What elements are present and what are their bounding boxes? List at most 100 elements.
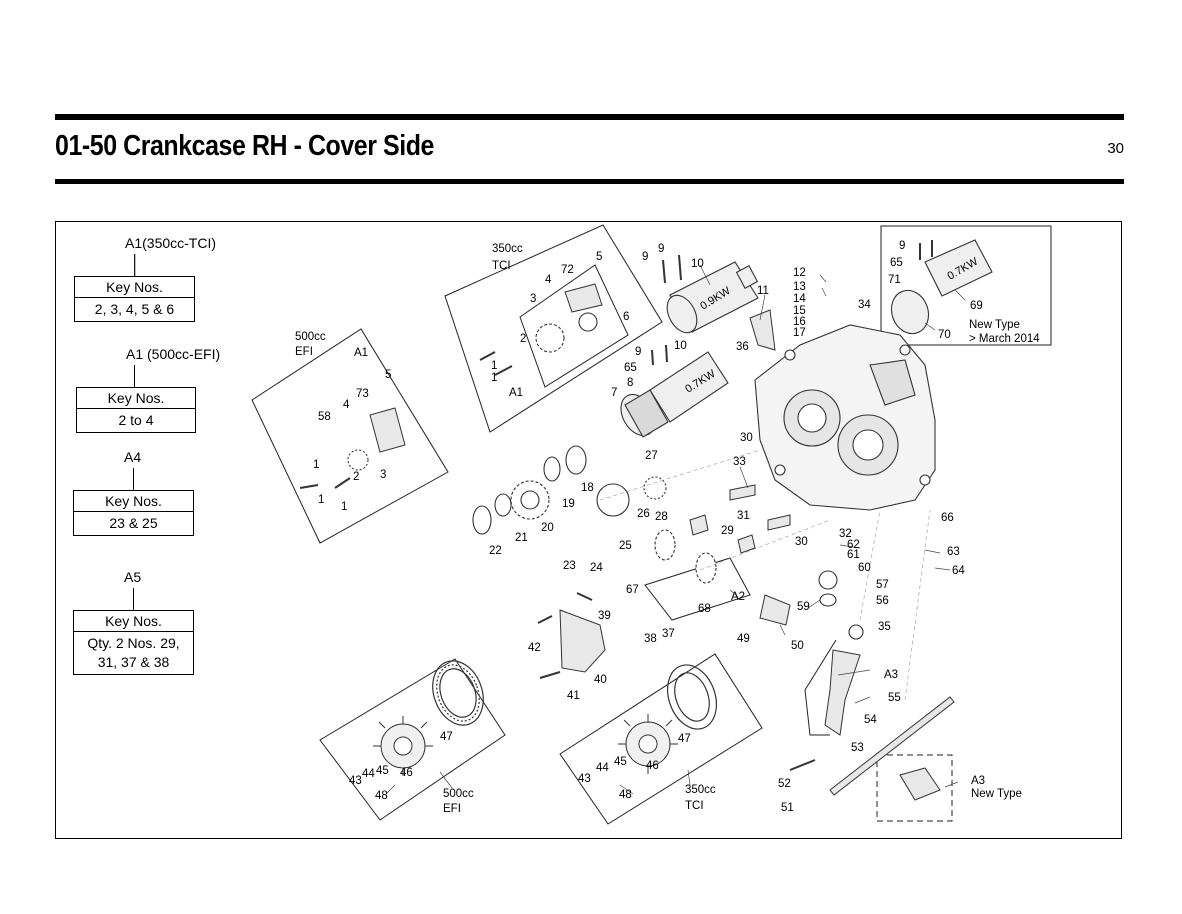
callout: 41 [567, 690, 580, 702]
bolt-41 [539, 671, 561, 679]
label-a3-new-type-1: A3 [971, 775, 985, 787]
callout: 48 [619, 789, 632, 801]
callout: 49 [737, 633, 750, 645]
tci-upper-inner-frame [519, 264, 629, 388]
a3-frame [804, 639, 837, 736]
callout: 8 [627, 377, 633, 389]
callout: 62 [847, 539, 860, 551]
callout: 72 [561, 264, 574, 276]
page-number: 30 [1107, 140, 1124, 157]
kit-box-header: Key Nos. [74, 611, 193, 632]
callout: 44 [596, 762, 609, 774]
gear-27 [643, 476, 667, 500]
callout: 58 [318, 411, 331, 423]
callout: 65 [890, 257, 903, 269]
callout: 10 [691, 258, 704, 270]
callout: 26 [637, 508, 650, 520]
shaft-31 [767, 514, 791, 531]
callout: 9 [658, 243, 664, 255]
starter-motor-0-9kw [666, 261, 759, 334]
kit-connector [134, 254, 135, 276]
callout: 55 [888, 692, 901, 704]
callout: 65 [624, 362, 637, 374]
callout: 73 [356, 388, 369, 400]
seal-22 [472, 505, 492, 535]
callout: 22 [489, 545, 502, 557]
callout: 2 [353, 471, 359, 483]
callout: 25 [619, 540, 632, 552]
callout: 46 [400, 767, 413, 779]
lever-11 [749, 309, 776, 351]
tci-lower-frame [559, 653, 763, 825]
kit-a1-tci-heading: A1(350cc-TCI) [125, 235, 216, 251]
callout: 54 [864, 714, 877, 726]
callout: 66 [941, 512, 954, 524]
callout: 11 [757, 285, 769, 297]
gear-28 [654, 529, 676, 561]
callout: 6 [623, 311, 629, 323]
callout: 52 [778, 778, 791, 790]
spring-35 [848, 624, 864, 640]
callout: 31 [737, 510, 750, 522]
kit-connector [133, 468, 134, 490]
seal-18 [565, 445, 587, 475]
kit-box-header: Key Nos. [77, 388, 195, 409]
callout: 63 [947, 546, 960, 558]
callout: 1 [313, 459, 319, 471]
kit-box-header: Key Nos. [75, 277, 194, 298]
callout: 3 [380, 469, 386, 481]
label-500cc-efi-upper-1: 500cc [295, 331, 326, 343]
callout: 50 [791, 640, 804, 652]
gear-a2 [695, 552, 717, 584]
kit-a1-tci-box: Key Nos. 2, 3, 4, 5 & 6 [74, 276, 195, 322]
callout: 44 [362, 768, 375, 780]
bolt-9a [662, 259, 666, 284]
kit-box-body: 23 & 25 [109, 515, 158, 531]
seal-21 [494, 493, 512, 517]
callout: 14 [793, 293, 806, 305]
kit-box-body: Qty. 2 Nos. 29, 31, 37 & 38 [87, 635, 180, 670]
shaft-33 [729, 484, 756, 501]
cover-40 [559, 609, 606, 673]
callout: 47 [678, 733, 691, 745]
callout: 42 [528, 642, 541, 654]
label-new-type-starter-1: New Type [969, 319, 1020, 331]
callout: 30 [740, 432, 753, 444]
callout: 39 [598, 610, 611, 622]
bracket-5 [564, 283, 603, 313]
callout: 20 [541, 522, 554, 534]
callout: 67 [626, 584, 639, 596]
callout: 1 [491, 360, 497, 372]
callout: 47 [440, 731, 453, 743]
callout: 16 [793, 316, 806, 328]
header-top-rule [55, 114, 1124, 120]
label-350cc-tci-lower-2: TCI [685, 800, 704, 812]
sprocket-hub [520, 490, 540, 510]
callout: 1 [491, 372, 497, 384]
assembly-lines [599, 449, 931, 701]
bolt-39 [576, 592, 593, 601]
label-350cc-tci-upper-2: TCI [492, 260, 511, 272]
plate-50 [759, 594, 791, 626]
callout-numbers: 1 1 1 1 1 2 2 3 3 4 4 5 5 6 7 8 9 9 9 9 … [313, 240, 983, 814]
callout: 60 [858, 562, 871, 574]
bolt-1a [299, 484, 319, 489]
kit-connector [133, 588, 134, 610]
leader-lines [134, 254, 966, 796]
starter-motor-0-7kw [620, 351, 729, 438]
label-new-type-starter-2: > March 2014 [969, 333, 1040, 345]
diagram-frame [55, 221, 1122, 839]
callout: 70 [938, 329, 951, 341]
bolt-1b [334, 477, 351, 489]
callout: 3 [530, 293, 536, 305]
callout: 10 [674, 340, 687, 352]
kit-box-body: 2, 3, 4, 5 & 6 [94, 301, 175, 317]
label-350cc-tci-lower-1: 350cc [685, 784, 716, 796]
callout: A1 [354, 347, 368, 359]
bolt-42a [537, 615, 553, 624]
dowel-29b [737, 534, 756, 554]
callout: A2 [731, 591, 745, 603]
kit-a5-heading: A5 [124, 569, 141, 585]
callout: 48 [375, 790, 388, 802]
